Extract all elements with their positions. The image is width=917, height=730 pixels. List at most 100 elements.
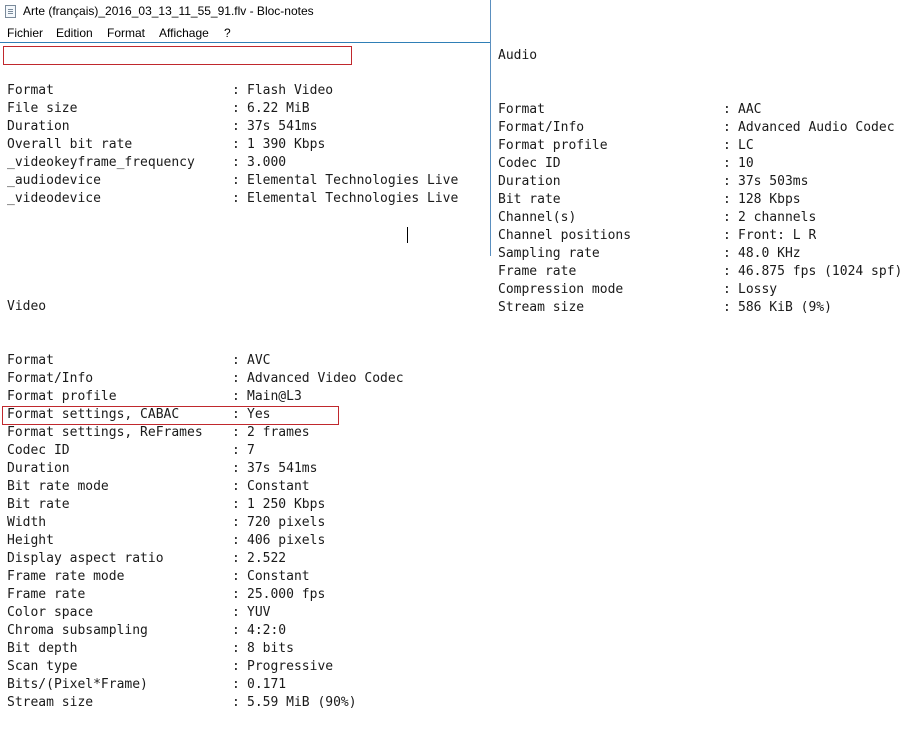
field-key: _videokeyframe_frequency [7, 155, 195, 170]
field-row: Channel positions:Front: L R [498, 227, 902, 245]
field-row: Color space:YUV [7, 604, 458, 622]
field-key: Bit depth [7, 641, 78, 656]
field-key: Compression mode [498, 282, 624, 297]
field-key: _audiodevice [7, 173, 101, 188]
menu-fichier[interactable]: Fichier [7, 26, 44, 40]
field-row: Codec ID:7 [7, 442, 458, 460]
field-value: Elemental Technologies Live [247, 191, 459, 206]
field-colon: : [723, 300, 731, 315]
field-row: Bit rate:1 250 Kbps [7, 496, 458, 514]
field-value: Constant [247, 569, 310, 584]
title-bar[interactable]: Arte (français)_2016_03_13_11_55_91.flv … [0, 0, 490, 22]
field-row: _videokeyframe_frequency:3.000 [7, 154, 458, 172]
field-colon: : [232, 83, 240, 98]
field-key: Channel(s) [498, 210, 577, 225]
field-row: Chroma subsampling:4:2:0 [7, 622, 458, 640]
field-value: Front: L R [738, 228, 817, 243]
field-key: Codec ID [498, 156, 561, 171]
field-value: 1 390 Kbps [247, 137, 326, 152]
field-colon: : [723, 174, 731, 189]
field-value: 128 Kbps [738, 192, 801, 207]
menu-format[interactable]: Format [107, 26, 146, 40]
field-key: Format settings, ReFrames [7, 425, 203, 440]
field-key: Duration [498, 174, 561, 189]
field-row: Format settings, ReFrames:2 frames [7, 424, 458, 442]
field-colon: : [232, 605, 240, 620]
field-key: Format settings, CABAC [7, 407, 180, 422]
field-row: Stream size:586 KiB (9%) [498, 299, 902, 317]
field-row: Overall bit rate:1 390 Kbps [7, 136, 458, 154]
field-colon: : [723, 102, 731, 117]
field-value: 4:2:0 [247, 623, 287, 638]
field-key: _videodevice [7, 191, 101, 206]
field-colon: : [232, 425, 240, 440]
field-key: Chroma subsampling [7, 623, 148, 638]
field-row: _audiodevice: Elemental Technologies Live [7, 172, 458, 190]
field-row: Compression mode:Lossy [498, 281, 902, 299]
field-value: 2.522 [247, 551, 287, 566]
field-value: 5.59 MiB (90%) [247, 695, 357, 710]
field-key: Bit rate [7, 497, 70, 512]
field-key: Bit rate mode [7, 479, 109, 494]
field-colon: : [232, 173, 240, 188]
field-row: Frame rate mode:Constant [7, 568, 458, 586]
field-row: Format/Info:Advanced Audio Codec [498, 119, 902, 137]
field-value: Lossy [738, 282, 778, 297]
field-colon: : [723, 156, 731, 171]
field-value: 46.875 fps (1024 spf) [738, 264, 903, 279]
field-colon: : [723, 246, 731, 261]
format-highlight-box [3, 46, 352, 65]
field-row: Duration:37s 541ms [7, 118, 458, 136]
field-row: Height:406 pixels [7, 532, 458, 550]
field-colon: : [232, 515, 240, 530]
field-value: Flash Video [247, 83, 334, 98]
field-colon: : [232, 137, 240, 152]
field-value: 3.000 [247, 155, 287, 170]
field-value: 2 frames [247, 425, 310, 440]
field-colon: : [723, 228, 731, 243]
field-row: Width:720 pixels [7, 514, 458, 532]
field-row: Frame rate:46.875 fps (1024 spf) [498, 263, 902, 281]
field-colon: : [232, 407, 240, 422]
field-colon: : [723, 120, 731, 135]
field-value: Advanced Video Codec [247, 371, 404, 386]
text-caret [407, 227, 408, 243]
field-value: Elemental Technologies Live [247, 173, 459, 188]
field-row: Format:AVC [7, 352, 458, 370]
field-colon: : [232, 191, 240, 206]
field-key: Duration [7, 461, 70, 476]
window-title: Arte (français)_2016_03_13_11_55_91.flv … [23, 4, 314, 18]
field-colon: : [232, 119, 240, 134]
field-key: Frame rate [498, 264, 577, 279]
field-row: Duration:37s 503ms [498, 173, 902, 191]
field-colon: : [723, 210, 731, 225]
field-value: Progressive [247, 659, 334, 674]
menu-help[interactable]: ? [224, 26, 231, 40]
field-row: Channel(s):2 channels [498, 209, 902, 227]
menu-affichage[interactable]: Affichage [159, 26, 209, 40]
field-value: 586 KiB (9%) [738, 300, 832, 315]
field-value: 0.171 [247, 677, 287, 692]
aspect-ratio-highlight-box [2, 406, 339, 425]
field-key: Format [498, 102, 545, 117]
field-value: 720 pixels [247, 515, 326, 530]
field-colon: : [232, 479, 240, 494]
menu-edition[interactable]: Edition [56, 26, 93, 40]
field-row: Scan type:Progressive [7, 658, 458, 676]
menu-separator [0, 42, 490, 43]
field-value: 10 [738, 156, 754, 171]
field-key: Format profile [7, 389, 117, 404]
field-colon: : [232, 623, 240, 638]
field-colon: : [723, 138, 731, 153]
field-row: Format profile:LC [498, 137, 902, 155]
field-colon: : [232, 101, 240, 116]
field-colon: : [232, 551, 240, 566]
field-value: 48.0 KHz [738, 246, 801, 261]
field-row: Sampling rate:48.0 KHz [498, 245, 902, 263]
field-value: Constant [247, 479, 310, 494]
field-value: AVC [247, 353, 271, 368]
